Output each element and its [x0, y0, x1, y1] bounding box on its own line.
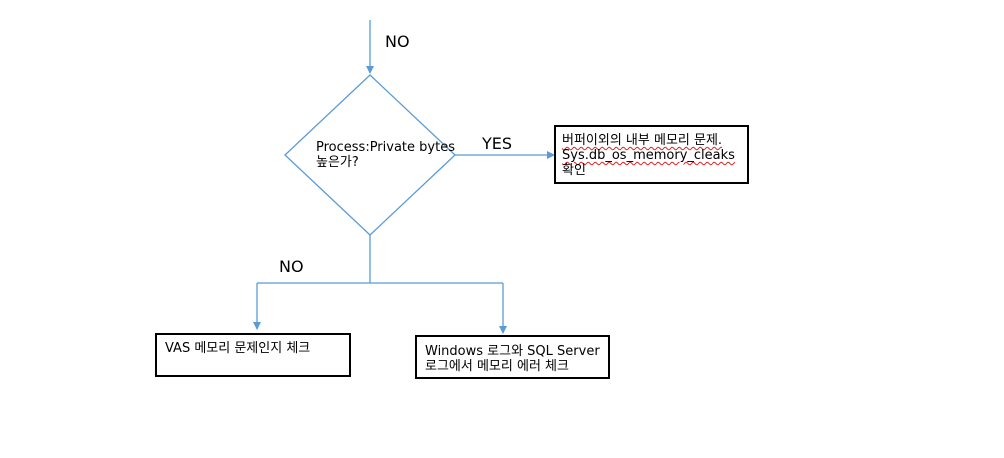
yes-label: YES	[481, 134, 512, 153]
error-log-check-text: Windows 로그와 SQL Server 로그에서 메모리 에러 체크	[425, 344, 600, 374]
incoming-no-label: NO	[385, 32, 410, 51]
yes-box-line-3: 확인	[562, 163, 586, 178]
decision-text-line-1: Process:Private bytes	[316, 140, 455, 155]
no-label: NO	[279, 257, 304, 276]
yes-box-text: 버퍼이외의 내부 메모리 문제. Sys.db_os_memory_cleaks…	[562, 133, 735, 178]
error-log-check-box	[415, 335, 610, 379]
vas-check-line-1: VAS 메모리 문제인지 체크	[165, 341, 311, 356]
vas-check-box	[155, 333, 351, 377]
decision-text: Process:Private bytes 높은가?	[316, 140, 455, 170]
yes-process-box	[554, 125, 749, 184]
yes-box-line-2: Sys.db_os_memory_cleaks	[562, 148, 735, 163]
decision-text-line-2: 높은가?	[316, 155, 359, 170]
yes-box-line-1: 버퍼이외의 내부 메모리 문제.	[562, 133, 735, 148]
vas-check-text: VAS 메모리 문제인지 체크	[165, 341, 310, 356]
yes-box-line-2-text: Sys.db_os_memory_cleaks	[562, 148, 735, 163]
yes-box-line-1-text: 버퍼이외의 내부 메모리 문제.	[562, 133, 723, 148]
error-log-line-2: 로그에서 메모리 에러 체크	[425, 359, 569, 374]
error-log-line-1: Windows 로그와 SQL Server	[425, 344, 600, 359]
